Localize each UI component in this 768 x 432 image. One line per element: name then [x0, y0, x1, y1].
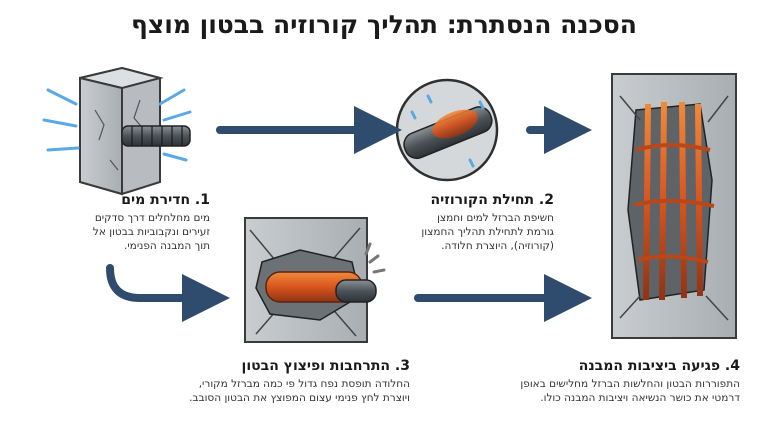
step-2: 2. תחילת הקורוזיה חשיפת הברזל למים וחמצן…	[354, 192, 554, 253]
step1-concrete-block	[79, 66, 191, 196]
step-1: 1. חדירת מים מים מחלחלים דרך סדקים זעירי…	[20, 192, 210, 253]
step-4-line-1: התפוררות הבטון והחלשות הברזל מחלישים באו…	[520, 378, 740, 390]
flow-arrows	[106, 106, 592, 322]
step-3: 3. התרחבות ופיצוץ הבטון החלודה תופסת נפח…	[150, 358, 410, 405]
step-1-heading: 1. חדירת מים	[121, 192, 210, 208]
step-4-line-2: דרמטי את כושר הנשיאה ויציבות המבנה כולו.	[540, 392, 740, 404]
step-4: 4. פגיעה ביציבות המבנה התפוררות הבטון וה…	[470, 358, 740, 405]
step-3-heading: 3. התרחבות ופיצוץ הבטון	[241, 358, 410, 374]
step-3-line-2: ויוצרת לחץ פנימי עצום המפוצץ את הבטון הס…	[189, 392, 410, 404]
step4-column	[611, 73, 737, 339]
step-1-line-3: תוך המבנה הפנימי.	[124, 240, 210, 252]
step3-cracked-block	[244, 217, 386, 343]
step-1-line-1: מים מחלחלים דרך סדקים	[94, 212, 210, 224]
step2-corrosion-circle	[395, 78, 499, 182]
step-1-line-2: זעירים ונקבוביות בבטון אל	[92, 226, 210, 238]
step-1-description: מים מחלחלים דרך סדקים זעירים ונקבוביות ב…	[20, 211, 210, 253]
step-2-line-1: חשיפת הברזל למים וחמצן	[437, 212, 554, 224]
step-2-heading: 2. תחילת הקורוזיה	[430, 192, 554, 208]
step-2-line-2: גורמת לתחילת תהליך החמצון	[421, 226, 554, 238]
page-title: הסכנה הנסתרת: תהליך קורוזיה בבטון מוצף	[131, 10, 637, 39]
step-4-description: התפוררות הבטון והחלשות הברזל מחלישים באו…	[470, 377, 740, 405]
step-2-line-3: (קורוזיה), היוצרת חלודה.	[441, 240, 554, 252]
step-3-line-1: החלודה תופסת נפח גדול פי כמה מברזל מקורי…	[198, 378, 410, 390]
step-3-description: החלודה תופסת נפח גדול פי כמה מברזל מקורי…	[150, 377, 410, 405]
step-2-description: חשיפת הברזל למים וחמצן גורמת לתחילת תהלי…	[354, 211, 554, 253]
step-4-heading: 4. פגיעה ביציבות המבנה	[578, 358, 740, 374]
step1-water-arrows	[42, 88, 192, 162]
